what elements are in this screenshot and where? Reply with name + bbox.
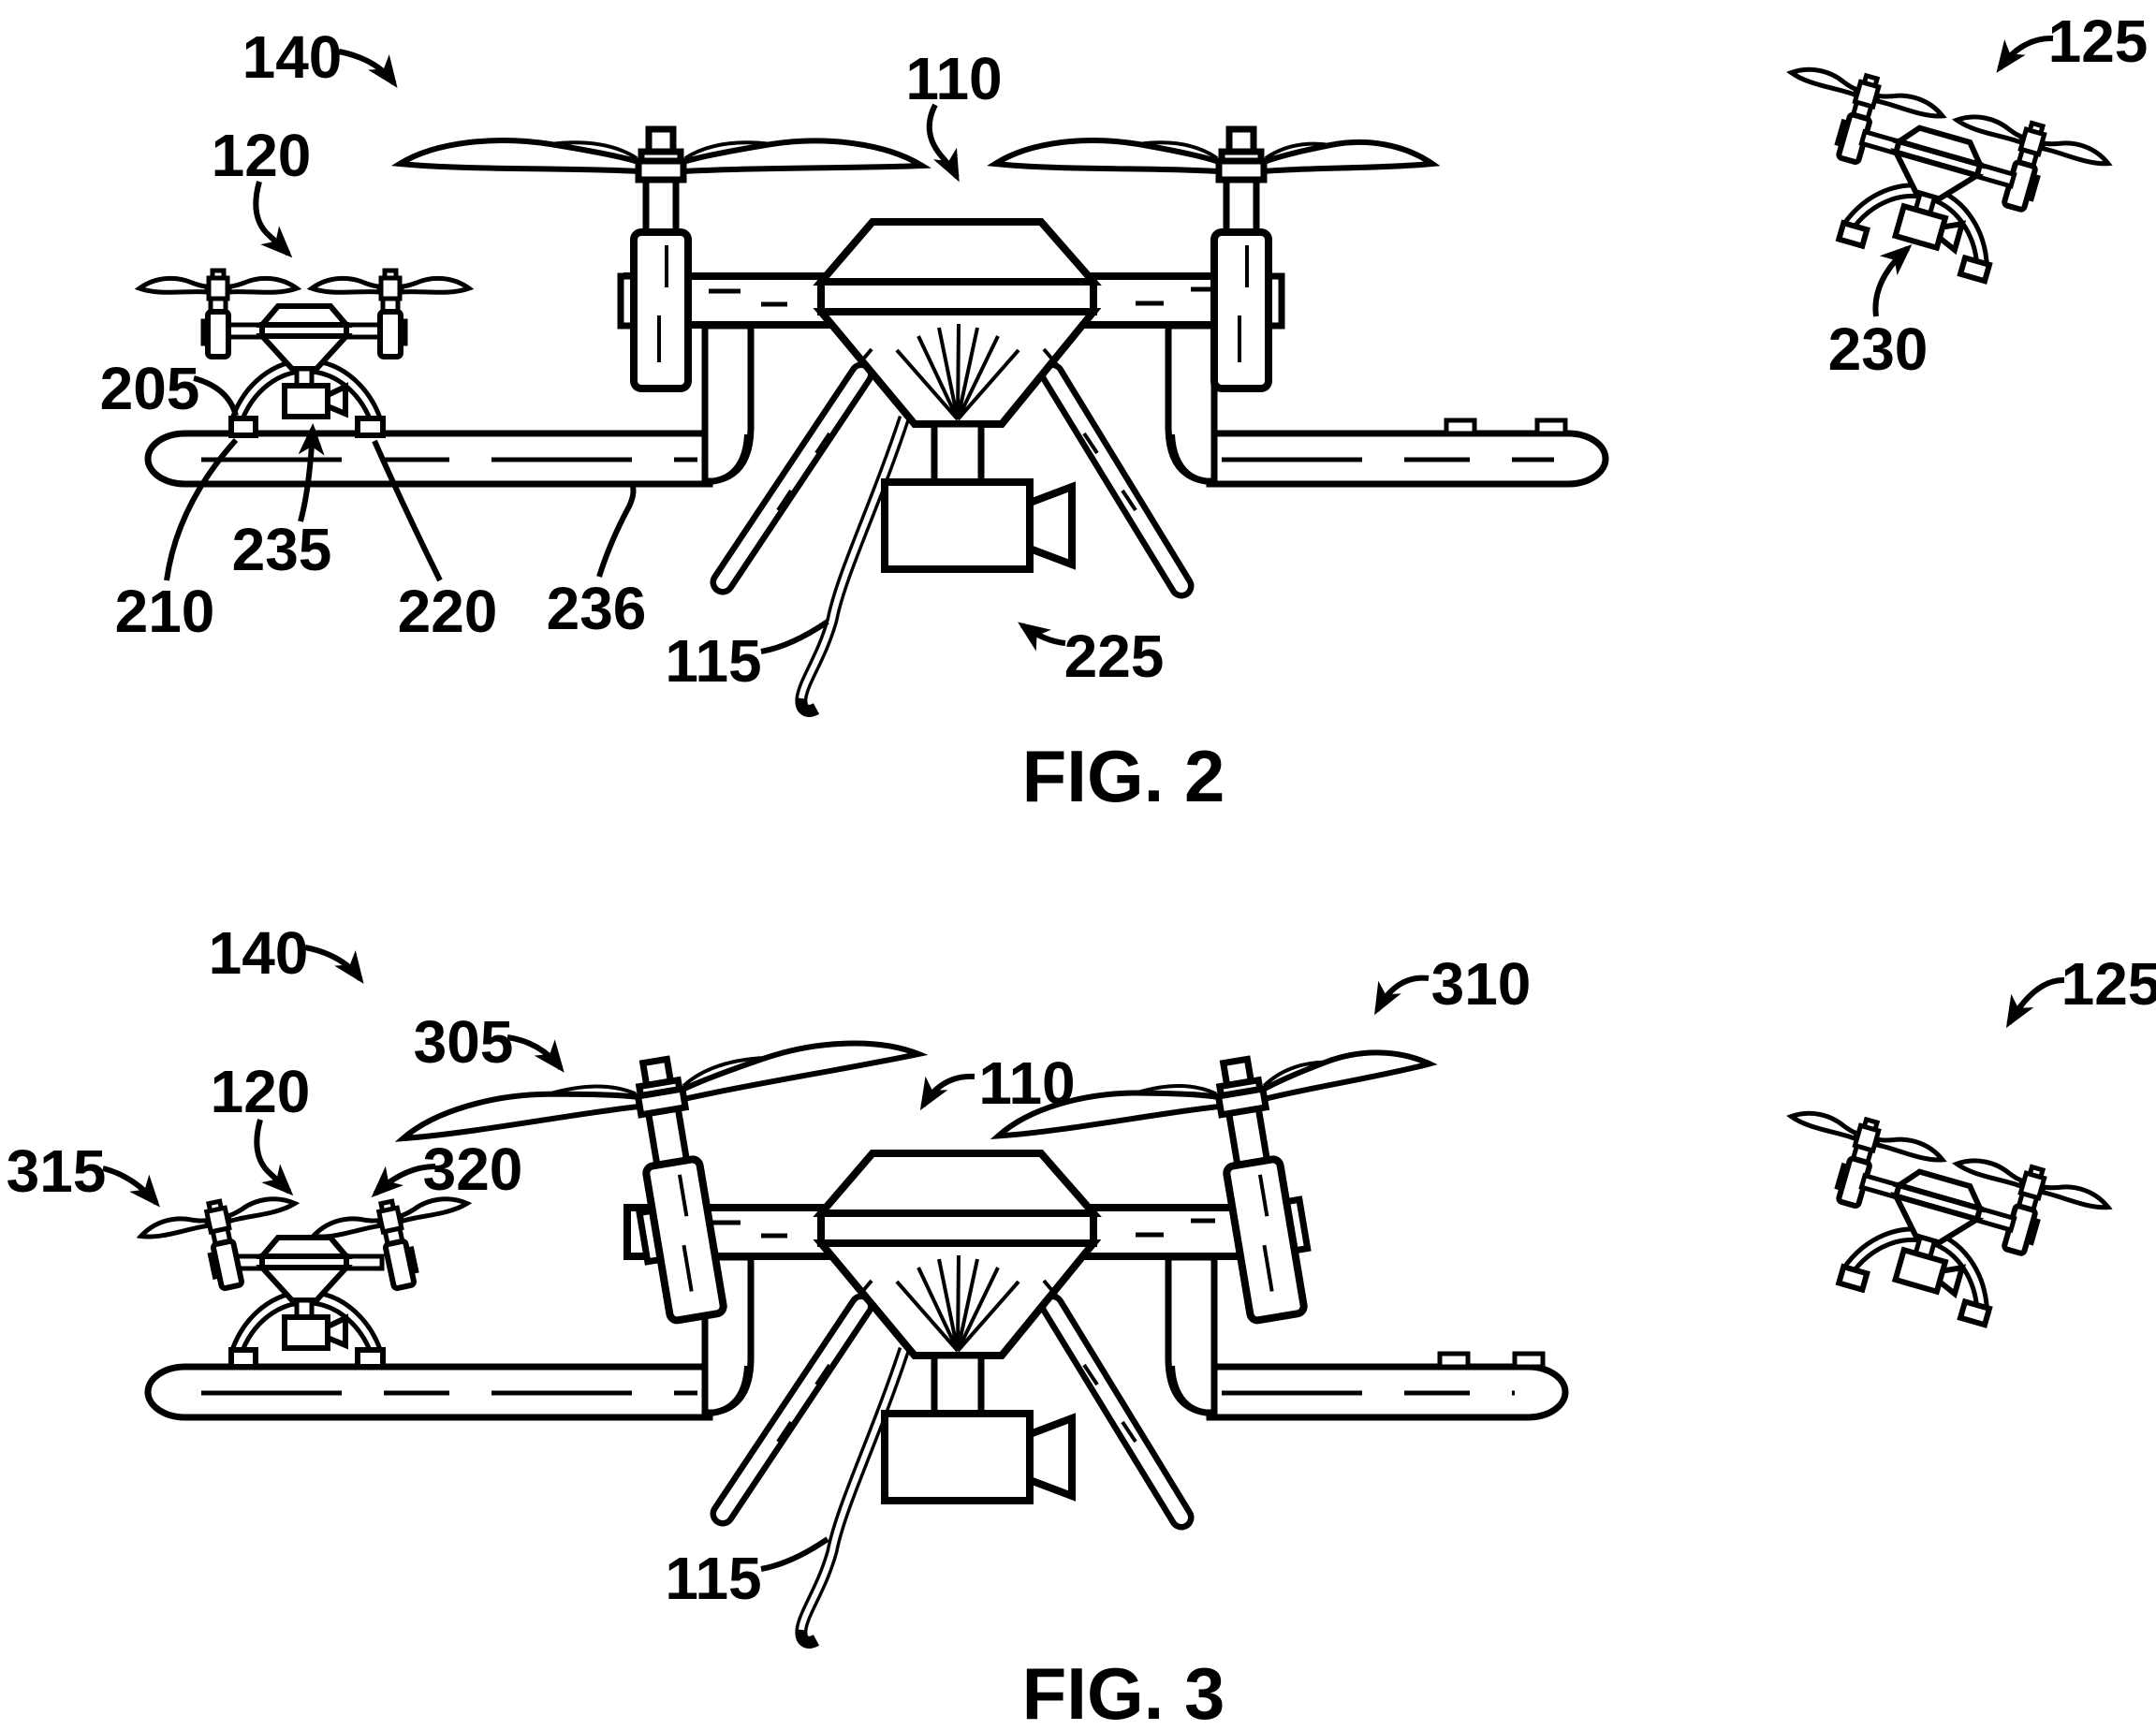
ref-label-120: 120	[212, 122, 312, 189]
leader-line-236	[596, 486, 637, 578]
ref-label-320: 320	[423, 1136, 523, 1203]
ref-label-110: 110	[905, 45, 1002, 112]
fig3-mothership-drone	[397, 1018, 1466, 1642]
ref-label-110: 110	[978, 1049, 1075, 1117]
ref-label-235: 235	[232, 516, 332, 583]
ref-label-120: 120	[211, 1058, 311, 1125]
ref-label-115: 115	[665, 1545, 761, 1612]
ref-label-210: 210	[115, 578, 215, 645]
fig3-caption: FIG. 3	[1022, 1652, 1225, 1730]
ref-label-115: 115	[665, 627, 761, 695]
fig3-leaders	[102, 945, 2065, 1572]
leader-line-205	[193, 375, 239, 417]
leader-arrow-110	[926, 103, 960, 183]
ref-label-315: 315	[7, 1137, 107, 1205]
leader-arrow-110	[919, 1073, 975, 1111]
fig2-leaders	[164, 35, 2054, 654]
leader-arrow-125	[1996, 35, 2054, 73]
fig2-caption: FIG. 2	[1022, 735, 1225, 817]
ref-label-205: 205	[100, 355, 200, 422]
ref-label-125: 125	[2061, 950, 2156, 1018]
leader-arrow-125	[2005, 976, 2065, 1029]
leader-arrow-140	[304, 945, 364, 984]
ref-label-236: 236	[547, 575, 647, 642]
fig3-flying-small-drone	[1751, 1099, 2113, 1348]
rail-tab	[1437, 1351, 1471, 1370]
leader-arrow-140	[338, 49, 398, 88]
leader-arrow-315	[102, 1166, 160, 1208]
leader-line-115	[760, 1536, 829, 1572]
leader-arrow-310	[1374, 975, 1430, 1016]
leader-arrow-305	[506, 1034, 565, 1073]
leader-line-220	[372, 439, 443, 582]
ref-label-140: 140	[209, 919, 309, 987]
figure-2: 140 120 110 125 230 205 235 210 220 236 …	[100, 7, 2149, 817]
ref-label-310: 310	[1431, 950, 1532, 1018]
fig3-docked-small-drone	[138, 1186, 481, 1367]
fig2-flying-small-drone	[1751, 55, 2113, 304]
leader-arrow-230	[1872, 243, 1913, 317]
rail-tab	[1534, 418, 1568, 436]
rail-tab	[1444, 418, 1477, 436]
ref-label-230: 230	[1828, 315, 1929, 383]
leader-arrow-235	[298, 423, 325, 522]
leader-arrow-120	[254, 1119, 294, 1196]
leader-arrow-225	[1018, 622, 1066, 652]
ref-label-305: 305	[414, 1008, 514, 1076]
fig3-rail-tube	[144, 1351, 1569, 1421]
ref-label-220: 220	[398, 578, 498, 645]
leader-arrow-120	[253, 181, 293, 258]
leader-line-210	[164, 437, 239, 581]
fig3-labels: 140 305 310 110 120 315 320 115 125	[7, 919, 2156, 1612]
fig2-labels: 140 120 110 125 230 205 235 210 220 236 …	[100, 7, 2149, 695]
fig2-rail-tube	[144, 418, 1609, 488]
ref-label-225: 225	[1064, 623, 1165, 690]
rail-tab	[1512, 1351, 1546, 1370]
ref-label-125: 125	[2048, 7, 2149, 75]
figure-3: 140 305 310 110 120 315 320 115 125 FIG.…	[7, 919, 2156, 1730]
ref-label-140: 140	[242, 23, 343, 91]
leader-line-115	[760, 619, 829, 654]
leader-arrow-320	[371, 1164, 436, 1198]
